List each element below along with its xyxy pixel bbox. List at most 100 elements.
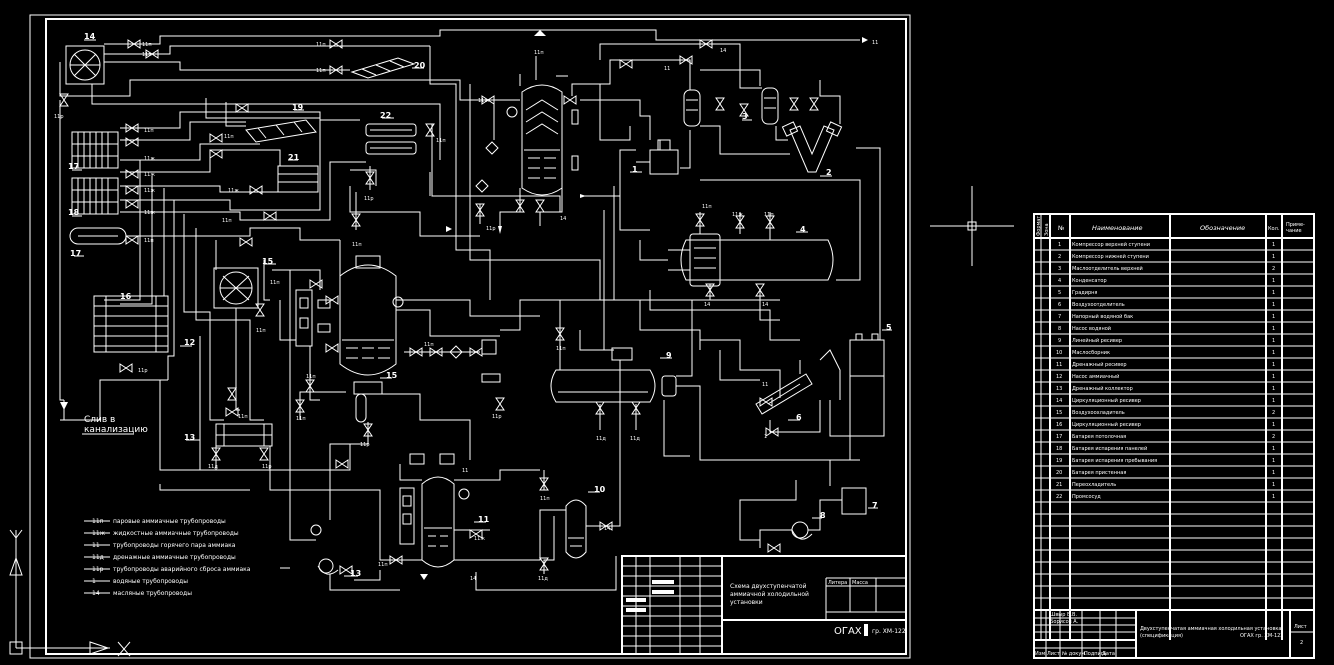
spec-footer-col: № докум. [1062,651,1087,657]
receiver-16 [69,227,127,245]
pipe-code: 14 [720,48,726,54]
spec-row-qty: 1 [1272,338,1275,344]
pipe-code: 11ж [144,156,155,162]
spec-hdr-pos: № [1058,225,1064,232]
ucs-axis-icon [9,529,131,657]
pipe-code: 11п [142,52,152,58]
spec-row-pos: 18 [1056,446,1062,452]
pipelines [59,29,885,591]
pipe-code: 11п [222,218,232,224]
eq-num: 21 [288,153,300,162]
ceiling-battery-17b [71,177,119,215]
eq-num: 18 [68,208,80,217]
pipe-code: 11п [702,204,712,210]
spec-row-pos: 22 [1056,494,1062,500]
spec-hdr-designation: Обозначение [1200,224,1245,232]
spec-row-pos: 13 [1056,386,1062,392]
ceiling-battery-17a [71,131,119,169]
linear-receiver-9 [550,347,677,403]
battery-19 [350,57,416,79]
spec-row-pos: 2 [1058,254,1061,260]
spec-row-pos: 10 [1056,350,1062,356]
spec-row-name: Батарея испарения панелей [1072,445,1147,452]
spec-row-name: Насос водяной [1072,325,1111,332]
spec-row-name: Маслосборник [1072,350,1110,356]
spec-row-qty: 1 [1272,386,1275,392]
spec-row-pos: 16 [1056,422,1062,428]
drain-receiver-11 [399,453,470,568]
spec-row-pos: 20 [1056,470,1062,476]
spec-row-qty: 1 [1272,494,1275,500]
inner-frame [45,18,907,655]
pipe-code: 11ж [732,212,743,218]
pipe-code: 11р [262,464,272,470]
drain-label-line1: Слив в [84,415,115,425]
title-name-line3: установки [730,599,763,606]
spec-row-qty: 2 [1272,410,1275,416]
ammonia-pump-12 [310,524,339,575]
legend-code: 14 [92,590,100,597]
subcooler-21 [365,123,417,155]
spec-hdr-note1: Приме- [1286,222,1305,228]
spec-hdr-qty: Кол. [1268,226,1280,232]
spec-row-pos: 14 [1056,398,1062,404]
spec-row-name: Конденсатор [1072,278,1107,284]
spec-row-qty: 1 [1272,254,1275,260]
pipe-code: 11п [316,42,326,48]
panel-battery-18 [245,119,317,143]
oil-separator-3b [761,87,779,125]
spec-row-name: Линейный ресивер [1072,337,1122,344]
title-name-line1: Схема двухступенчатой [730,583,807,590]
eq-num: 22 [380,111,391,120]
pipe-code: 11п [316,68,326,74]
spec-footer-col: Дата [1102,651,1115,657]
outer-frame [29,14,911,659]
pipe-code: 11п [296,416,306,422]
eq-num: 13 [350,569,361,578]
pipe-code: 14 [704,302,710,308]
valve-group [59,39,819,575]
eq-num: 20 [414,61,426,70]
pipe-code: 11р [360,442,370,448]
eq-num: 10 [594,485,606,494]
pipe-code: 11р [138,368,148,374]
pipe-code: 11д [630,436,640,442]
spec-footer-title2: (спецификация) [1140,633,1183,639]
pipe-code: 11ж [144,172,155,178]
pipe-code: 11п [352,242,362,248]
spec-row-qty: 2 [1272,434,1275,440]
air-cooler-15-top [65,45,105,85]
legend-text: паровые аммиачные трубопроводы [113,518,226,525]
legend-text: жидкостные аммиачные трубопроводы [113,530,239,537]
spec-row-qty: 1 [1272,362,1275,368]
spec-row-name: Батарея потолочная [1072,434,1126,440]
pipe-code: 11 [462,468,468,474]
crosshair-cursor-icon [930,186,1014,266]
pipe-code: 11п [256,328,266,334]
drawing-title-block: Схема двухступенчатой аммиачной холодиль… [621,555,907,655]
spec-row-name: Насос аммиачный [1072,373,1119,380]
pipe-codes: 11п 11п 11п 11п 11п 11ж 11ж 11ж 11ж 11п … [54,40,878,582]
spec-row-pos: 6 [1058,302,1061,308]
eq-num: 15 [262,257,274,266]
spec-row-name: Батарея пристенная [1072,470,1126,476]
spec-row-qty: 1 [1272,314,1275,320]
pipe-code: 11д [596,436,606,442]
legend-text: масляные трубопроводы [113,590,192,597]
legend-text: трубопроводы аварийного сброса аммиака [113,566,251,573]
pipe-code: 11п [764,212,774,218]
eq-num: 19 [292,103,304,112]
spec-row-pos: 15 [1056,410,1062,416]
spec-row-qty: 1 [1272,278,1275,284]
eq-num: 16 [120,292,132,301]
spec-row-pos: 7 [1058,314,1061,320]
spec-row-pos: 5 [1058,290,1061,296]
spec-row-pos: 9 [1058,338,1061,344]
pipe-code: 11д [208,464,218,470]
eq-num: 13 [184,433,195,442]
pipe-code: 14 [560,216,566,222]
pipe-code: 14 [604,526,610,532]
eq-num: 12 [184,338,195,347]
